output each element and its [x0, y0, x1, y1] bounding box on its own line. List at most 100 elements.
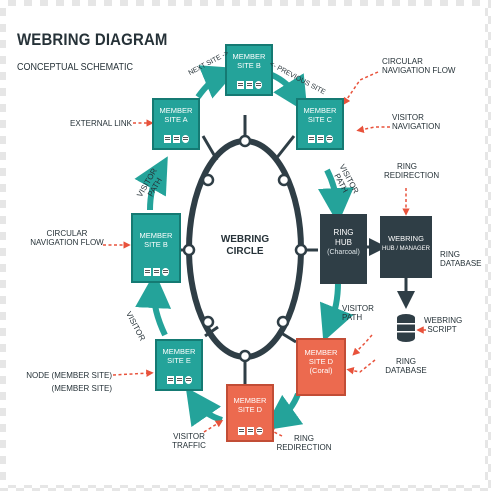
label-visitor-navigation: VISITOR NAVIGATION	[392, 113, 440, 131]
node-left-icons	[133, 268, 179, 276]
junction-bottom	[238, 349, 252, 363]
label-webring-script-1: WEBRING	[424, 316, 463, 325]
pointer-visitor-traffic	[203, 420, 224, 433]
label-webring-script-2: SCRIPT	[427, 325, 457, 334]
node-upper-left-line2: SITE A	[164, 115, 188, 124]
label-circular-nav-top-right-1: CIRCULAR	[382, 57, 423, 66]
label-external-link: EXTERNAL LINK	[70, 119, 132, 128]
flow-arrow-e-to-b	[135, 272, 172, 337]
node-left-line2: SITE B	[144, 240, 168, 249]
node-upper-right-icons	[298, 135, 342, 143]
label-ring-redirection-right: RING REDIRECTION	[384, 162, 440, 180]
label-ring-database-bottom-1: RING	[396, 357, 416, 366]
page-icon	[246, 427, 254, 435]
page-icon	[163, 135, 171, 143]
page-icon	[175, 376, 183, 384]
label-visitor-traffic-2: TRAFFIC	[172, 441, 206, 450]
globe-icon	[181, 135, 189, 143]
label-circular-nav-left-1: CIRCULAR	[46, 229, 88, 238]
spoke-upper-left	[201, 135, 219, 161]
pointer-coral-d	[346, 359, 376, 375]
ring-hub-line2: HUB	[335, 238, 352, 247]
globe-icon	[325, 135, 333, 143]
label-ring-redirection-bottom-1: RING	[294, 434, 314, 443]
junction-lower-right	[276, 315, 290, 329]
globe-icon	[255, 427, 263, 435]
pointer-circular-nav-right	[342, 71, 379, 106]
node-top-line2: SITE B	[237, 61, 261, 70]
spoke-lower-left	[204, 325, 219, 338]
pointer-ring-redirection-lower	[352, 334, 373, 356]
node-bottom-icons	[228, 427, 272, 435]
center-label: WEBRING CIRCLE	[213, 234, 277, 258]
node-coral-line1: MEMBER	[304, 348, 338, 357]
ring-hub-node[interactable]: RING HUB (Charcoal)	[320, 214, 367, 284]
node-upper-right-line2: SITE C	[307, 115, 333, 124]
junction-lower-left	[201, 315, 215, 329]
label-node-member-site-1: NODE (MEMBER SITE)	[26, 371, 112, 380]
center-label-line2: CIRCLE	[226, 246, 264, 257]
node-left-line1: MEMBER	[139, 231, 173, 240]
junction-upper-left	[201, 173, 215, 187]
label-ring-redirection-right-2: REDIRECTION	[384, 171, 440, 180]
label-circular-nav-top-right: CIRCULAR NAVIGATION FLOW	[382, 57, 455, 75]
center-label-line1: WEBRING	[220, 234, 270, 245]
flow-arrow-hub-to-d	[319, 282, 354, 342]
label-ring-database-right: RING DATABASE	[440, 250, 482, 268]
node-bottom-line1: MEMBER	[233, 396, 267, 405]
node-top-line1: MEMBER	[232, 52, 266, 61]
label-visitor-navigation-1: VISITOR	[392, 113, 424, 122]
spoke-lower-right	[277, 329, 297, 344]
page-icon	[236, 81, 244, 89]
database-icon	[397, 314, 415, 342]
node-top-icons	[227, 81, 271, 89]
flow-arrow-coral-to-d	[263, 392, 304, 431]
label-ring-redirection-bottom-2: REDIRECTION	[276, 443, 332, 452]
junction-upper-right	[277, 173, 291, 187]
label-visitor-traffic-1: VISITOR	[173, 432, 205, 441]
manager-line1: WEBRING	[388, 234, 424, 243]
junction-top	[238, 134, 252, 148]
node-lower-left-line1: MEMBER	[162, 347, 196, 356]
manager-line2: HUB / MANAGER	[381, 246, 430, 252]
flow-arrow-d-to-e	[185, 387, 223, 428]
ring-hub-line1: RING	[333, 228, 354, 237]
node-bottom-line2: SITE D	[237, 405, 263, 414]
page-title: WEBRING DIAGRAM	[17, 30, 168, 49]
label-node-member-site: NODE (MEMBER SITE) (MEMBER SITE)	[24, 371, 112, 393]
webring-manager-node[interactable]: WEBRING HUB / MANAGER	[380, 216, 432, 278]
node-coral-line3: (Coral)	[309, 366, 333, 375]
node-lower-left-line2: SITE E	[167, 356, 191, 365]
page-icon	[172, 135, 180, 143]
page-icon	[307, 135, 315, 143]
page-icon	[245, 81, 253, 89]
ring-hub-line3: (Charcoal)	[327, 249, 360, 256]
node-upper-left-line1: MEMBER	[159, 106, 193, 115]
label-ring-database-right-2: DATABASE	[440, 259, 482, 268]
label-webring-script: WEBRING SCRIPT	[424, 316, 463, 334]
label-ring-database-right-1: RING	[440, 250, 460, 259]
globe-icon	[184, 376, 192, 384]
label-node-member-site-2: (MEMBER SITE)	[51, 384, 112, 393]
label-ring-redirection-right-1: RING	[397, 162, 417, 171]
junction-right	[294, 243, 308, 257]
node-upper-left-icons	[154, 135, 198, 143]
label-visitor-path-right-1: VISITOR	[342, 304, 374, 313]
label-circular-nav-top-right-2: NAVIGATION FLOW	[382, 66, 456, 75]
label-visitor-path-right: VISITOR PATH	[342, 304, 374, 322]
globe-icon	[254, 81, 262, 89]
pointer-node-member-site	[112, 369, 154, 377]
node-lower-left-icons	[157, 376, 201, 384]
label-visitor-traffic: VISITOR TRAFFIC	[166, 432, 212, 450]
label-ring-database-bottom-2: DATABASE	[385, 366, 427, 375]
page-icon	[166, 376, 174, 384]
globe-icon	[161, 268, 169, 276]
